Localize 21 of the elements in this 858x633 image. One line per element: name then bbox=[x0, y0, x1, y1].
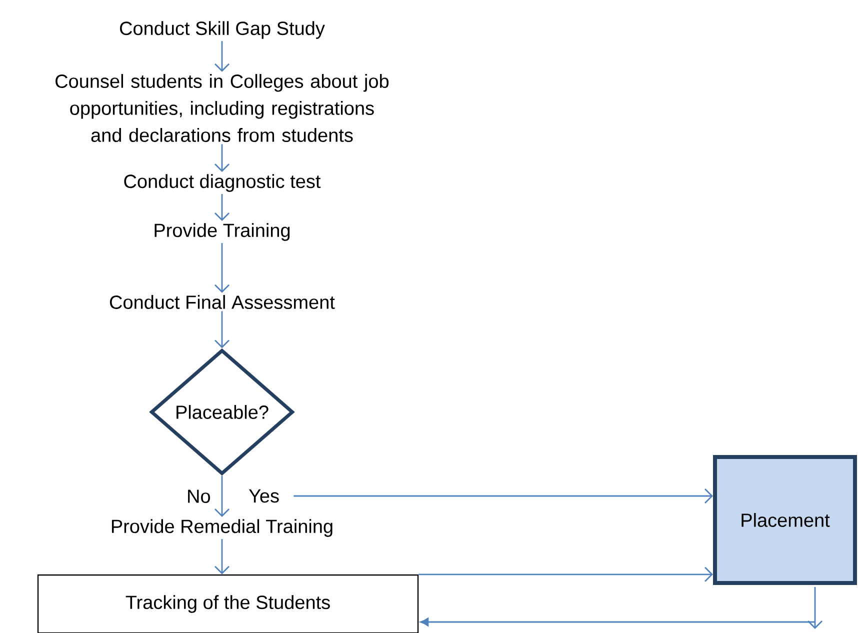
process-box: Placement bbox=[713, 455, 857, 585]
arrow bbox=[418, 566, 713, 582]
step-text: Counsel students in Colleges about job opportunities, including registrations and declarations from students bbox=[56, 74, 389, 142]
arrow bbox=[214, 194, 230, 221]
arrow bbox=[214, 476, 230, 517]
step-text: Conduct diagnostic test bbox=[124, 174, 321, 192]
arrow bbox=[294, 488, 713, 504]
step-text: Yes bbox=[248, 489, 279, 503]
arrow bbox=[420, 618, 815, 626]
step-text: Provide Training bbox=[154, 223, 290, 241]
step-text: Conduct Final Assessment bbox=[110, 295, 335, 309]
process-box: Tracking of the Students bbox=[37, 574, 419, 633]
arrow bbox=[214, 41, 230, 72]
arrow bbox=[214, 311, 230, 348]
arrow bbox=[214, 539, 230, 574]
step-text: Provide Remedial Training bbox=[112, 519, 332, 537]
step-text: Conduct Skill Gap Study bbox=[120, 21, 325, 39]
arrow bbox=[214, 243, 230, 293]
arrow bbox=[214, 144, 230, 172]
arrow bbox=[808, 587, 822, 629]
edge-label: No bbox=[188, 490, 210, 503]
